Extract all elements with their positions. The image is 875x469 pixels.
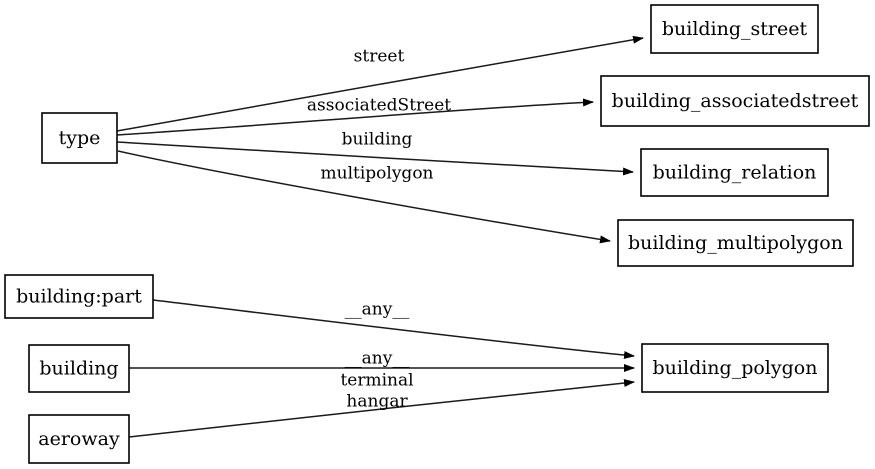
node-label-type: type bbox=[59, 127, 101, 149]
node-building_associatedstreet[interactable]: building_associatedstreet bbox=[600, 75, 870, 127]
node-aeroway[interactable]: aeroway bbox=[28, 414, 130, 464]
edge-building_part-to-building_polygon bbox=[152, 299, 635, 360]
node-box-building_part bbox=[4, 274, 154, 319]
edge-label: __any__ bbox=[345, 300, 410, 320]
edge-aeroway-to-building_polygon bbox=[128, 378, 635, 438]
node-label-building_multipolygon: building_multipolygon bbox=[628, 232, 843, 254]
node-label-building_relation: building_relation bbox=[653, 162, 817, 184]
edge-label: associatedStreet bbox=[307, 96, 451, 116]
edge-type-to-building_multipolygon bbox=[117, 150, 611, 244]
node-building_street[interactable]: building_street bbox=[650, 4, 819, 54]
node-label-building_street: building_street bbox=[662, 18, 808, 40]
node-building_part[interactable]: building:part bbox=[4, 274, 154, 319]
edge-type-to-building_relation bbox=[116, 141, 634, 176]
edge-label: hangar bbox=[346, 392, 408, 412]
edge-label: multipolygon bbox=[321, 164, 434, 184]
node-label-building_polygon: building_polygon bbox=[653, 357, 818, 379]
edge-label: __any__ bbox=[345, 349, 410, 369]
node-box-type bbox=[41, 112, 118, 164]
node-box-building_street bbox=[650, 4, 819, 54]
node-label-building_associatedstreet: building_associatedstreet bbox=[612, 90, 859, 112]
edge-type-to-building_street bbox=[116, 35, 644, 132]
node-label-aeroway: aeroway bbox=[38, 428, 120, 450]
edge-labels-layer: street associatedStreet building multipolyg… bbox=[307, 47, 451, 412]
node-box-building_multipolygon bbox=[617, 219, 854, 267]
node-building_polygon[interactable]: building_polygon bbox=[641, 343, 829, 393]
nodes-layer: type building_street building_associatedst… bbox=[4, 4, 870, 464]
edge-label: building bbox=[342, 130, 413, 150]
node-label-building: building bbox=[39, 358, 118, 380]
node-box-aeroway bbox=[28, 414, 130, 464]
node-box-building_associatedstreet bbox=[600, 75, 870, 127]
edge-label: terminal bbox=[340, 371, 413, 391]
node-building[interactable]: building bbox=[28, 344, 130, 393]
edge-type-to-building_associatedstreet bbox=[116, 98, 594, 136]
node-box-building_polygon bbox=[641, 343, 829, 393]
node-box-building_relation bbox=[640, 148, 829, 197]
edge-label: street bbox=[354, 47, 405, 67]
node-type[interactable]: type bbox=[41, 112, 118, 164]
edges-layer bbox=[116, 35, 644, 438]
node-label-building_part: building:part bbox=[16, 286, 142, 308]
node-building_multipolygon[interactable]: building_multipolygon bbox=[617, 219, 854, 267]
node-building_relation[interactable]: building_relation bbox=[640, 148, 829, 197]
node-box-building bbox=[28, 344, 130, 393]
